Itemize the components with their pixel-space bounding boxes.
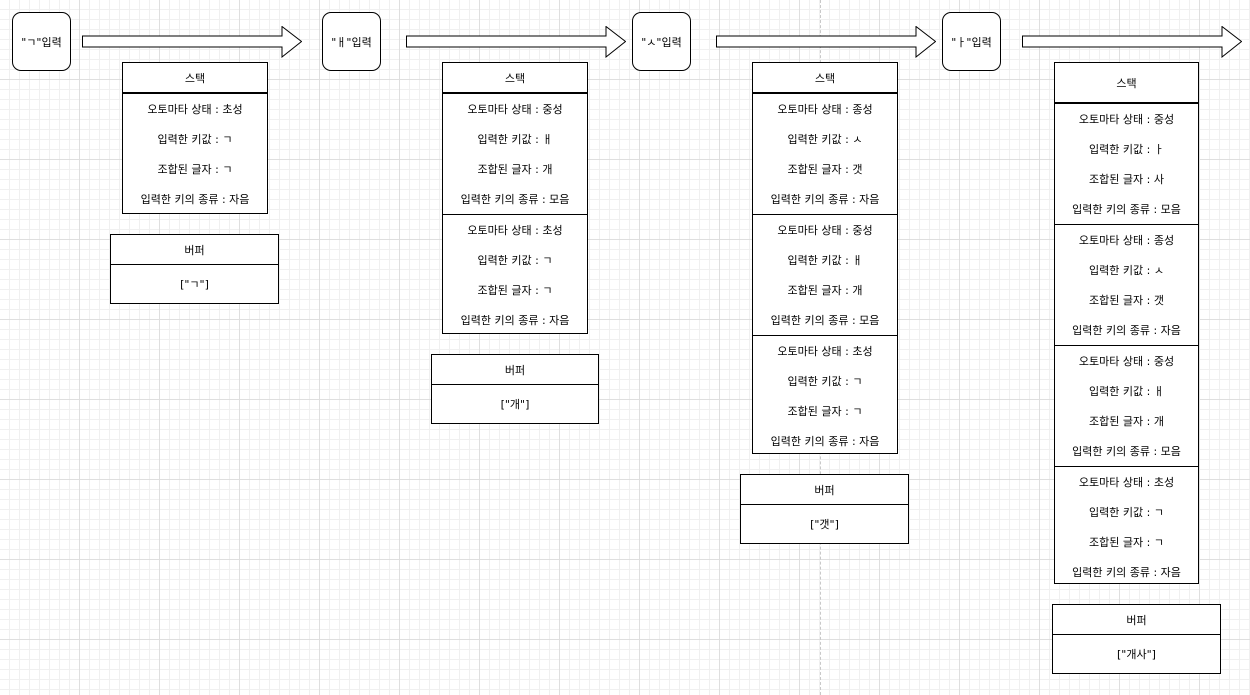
stack-frame-row: 입력한 키의 종류 : 자음 [460,314,570,327]
stack-frame-row: 입력한 키값 : ㄱ [157,133,233,146]
stack-frame-row: 입력한 키값 : ㄱ [1089,506,1164,519]
stack-frame-row: 오토마타 상태 : 중성 [1078,355,1175,368]
stack-frame-row: 입력한 키의 종류 : 자음 [1072,566,1181,579]
buffer-box-4: 버퍼 ["개사"] [1052,604,1221,674]
stack-frame-row: 입력한 키의 종류 : 모음 [1072,203,1181,216]
stack-frame-row: 조합된 글자 : 개 [1089,415,1164,428]
stack-frame-row: 입력한 키의 종류 : 자음 [770,435,880,448]
stack-frame-row: 입력한 키값 : ㅅ [787,133,863,146]
stack-frame-row: 조합된 글자 : 개 [477,163,553,176]
stack-frame-row: 조합된 글자 : 개 [787,284,863,297]
buffer-title: 버퍼 [1053,605,1220,635]
stack-frame-row: 입력한 키값 : ㅐ [477,133,553,146]
buffer-title: 버퍼 [111,235,278,265]
stack-frame-row: 입력한 키값 : ㅅ [1089,264,1164,277]
stack-frame-row: 입력한 키의 종류 : 모음 [460,193,570,206]
stack-frame-row: 오토마타 상태 : 중성 [777,224,873,237]
stack-frame-row: 입력한 키값 : ㅐ [787,254,863,267]
stack-frame-row: 조합된 글자 : 갯 [1089,294,1164,307]
stack-frame-row: 입력한 키값 : ㄱ [477,254,553,267]
stack-title: 스택 [123,63,267,93]
buffer-box-1: 버퍼 ["ㄱ"] [110,234,279,304]
input-node-4: "ㅏ"입력 [942,12,1001,71]
buffer-box-3: 버퍼 ["갯"] [740,474,909,544]
buffer-title: 버퍼 [741,475,908,505]
stack-frame-row: 조합된 글자 : ㄱ [787,405,863,418]
stack-frame-row: 입력한 키의 종류 : 자음 [140,193,250,206]
stack-frame-row: 입력한 키값 : ㅐ [1089,385,1164,398]
buffer-value: ["ㄱ"] [180,278,209,291]
stack-frame-row: 입력한 키의 종류 : 모음 [770,314,880,327]
stack-frame-row: 오토마타 상태 : 초성 [147,103,243,116]
stack-frame-row: 입력한 키의 종류 : 자음 [1072,324,1181,337]
stack-title: 스택 [753,63,897,93]
stack-frame-row: 조합된 글자 : ㄱ [1089,536,1164,549]
stack-title: 스택 [1055,63,1198,103]
input-node-3: "ㅅ"입력 [632,12,691,71]
flow-arrow-4 [1022,26,1242,58]
stack-frame-row: 오토마타 상태 : 초성 [1078,476,1175,489]
flow-arrow-2 [406,26,626,58]
buffer-title: 버퍼 [432,355,598,385]
buffer-value: ["갯"] [810,518,839,531]
stack-frame-row: 입력한 키의 종류 : 자음 [770,193,880,206]
stack-frame-row: 오토마타 상태 : 중성 [467,103,563,116]
stack-frame-row: 오토마타 상태 : 초성 [467,224,563,237]
flow-arrow-1 [82,26,302,58]
buffer-value: ["개"] [500,398,530,411]
stack-frame-row: 오토마타 상태 : 종성 [777,103,873,116]
flow-arrow-3 [716,26,936,58]
stack-frame-row: 조합된 글자 : 사 [1089,173,1164,186]
stack-frame-row: 오토마타 상태 : 초성 [777,345,873,358]
stack-frame-row: 오토마타 상태 : 중성 [1078,113,1175,126]
stack-frame-row: 조합된 글자 : 갯 [787,163,863,176]
stack-frame-row: 오토마타 상태 : 종성 [1078,234,1175,247]
buffer-box-2: 버퍼 ["개"] [431,354,599,424]
input-node-1: "ㄱ"입력 [12,12,71,71]
buffer-value: ["개사"] [1117,648,1156,661]
stack-frame-row: 조합된 글자 : ㄱ [477,284,553,297]
stack-frame-row: 입력한 키값 : ㅏ [1089,143,1164,156]
stack-frame-row: 입력한 키값 : ㄱ [787,375,863,388]
stack-title: 스택 [443,63,587,93]
stack-frame-row: 조합된 글자 : ㄱ [157,163,233,176]
stack-frame-row: 입력한 키의 종류 : 모음 [1072,445,1181,458]
input-node-2: "ㅐ"입력 [322,12,381,71]
